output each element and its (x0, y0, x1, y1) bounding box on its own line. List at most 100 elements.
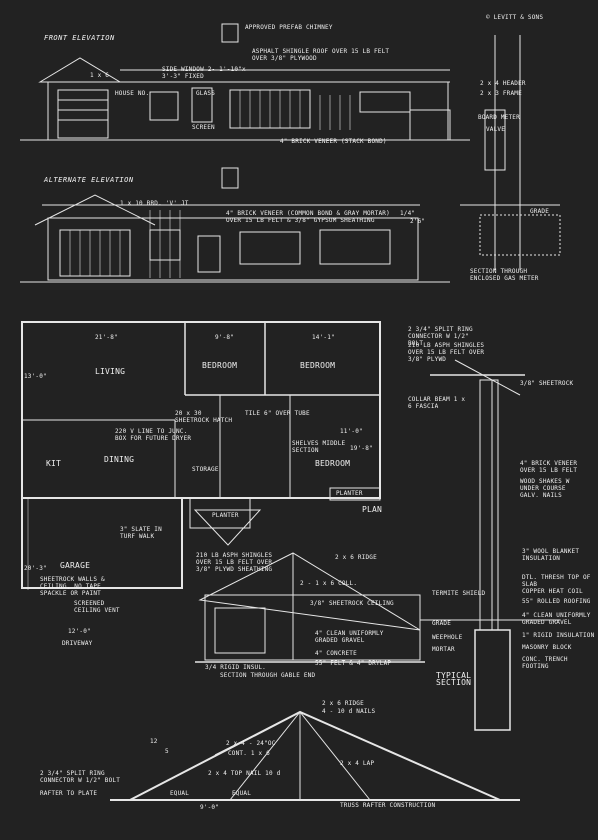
ts-sheetrock: 3/8" SHEETROCK (520, 380, 574, 387)
gable-insul-label: 3/4 RIGID INSUL. (205, 664, 266, 671)
fascia-label: 1 x 6 (90, 72, 110, 79)
alternate-elevation-drawing (20, 167, 450, 283)
dim-bed2-width: 14'-1" (312, 334, 335, 341)
room-living: LIVING (95, 367, 126, 376)
garage-wall-note: SHEETROCK WALLS & CEILING, NO TAPE SPACK… (40, 576, 105, 597)
gable-section-title: SECTION THROUGH GABLE END (220, 672, 316, 679)
dim-bed3-depth: 19'-8" (350, 445, 373, 452)
dim-garage-depth: 20'-3" (24, 565, 47, 572)
planter-front: PLANTER (212, 512, 239, 519)
ts-footing: CONC. TRENCH FOOTING (522, 656, 568, 670)
floor-plan-drawing (21, 321, 381, 590)
ts-connector: 2 3/4" SPLIT RING CONNECTOR W 1/2" BOLT (408, 326, 473, 347)
tile-note: TILE 6" OVER TUBE (245, 410, 310, 417)
board-meter-label: BOARD METER (478, 114, 520, 121)
dim-garage-width: 12'-0" (68, 628, 91, 635)
room-bedroom-3: BEDROOM (315, 459, 351, 468)
alternate-elevation-title: ALTERNATE ELEVATION (44, 176, 134, 184)
truss-rafter-plate: RAFTER TO PLATE (40, 790, 98, 797)
front-elevation-title: FRONT ELEVATION (44, 34, 115, 42)
ts-shakes: WOOD SHAKES W UNDER COURSE (520, 478, 570, 492)
truss-pitch-run: 12 (150, 738, 158, 745)
plan-title: PLAN (362, 505, 383, 514)
board-note: 1 x 10 BRD. 'V' JT (120, 200, 189, 207)
alt-dim-a: 1/4" (400, 210, 416, 217)
gas-header-label: 2 x 4 HEADER (480, 80, 526, 87)
gable-concrete-label: 4" CONCRETE (315, 650, 357, 657)
truss-nails: 4 - 10 d NAILS (322, 708, 376, 715)
ts-masonry: MASONRY BLOCK (522, 644, 572, 651)
copyright-label: © LEVITT & SONS (486, 14, 544, 21)
gable-shingles-note: 210 LB ASPH SHINGLES OVER 15 LB FELT OVE… (196, 552, 273, 573)
truss-spacing: 2 x 4 - 24"OC (226, 740, 276, 747)
front-elevation-drawing (20, 23, 470, 141)
truss-equal-a: EQUAL (170, 790, 190, 797)
room-kit: KIT (46, 459, 62, 468)
glass-label: GLASS (196, 90, 216, 97)
driveway-label: DRIVEWAY (62, 640, 93, 647)
truss-top-nail: 2 x 4 TOP NAIL 10 d (208, 770, 281, 777)
roof-note: ASPHALT SHINGLE ROOF OVER 15 LB FELT OVE… (252, 48, 390, 62)
typical-section-drawing (420, 359, 560, 731)
ts-grade: GRADE (432, 620, 452, 627)
ts-mortar: MORTAR (432, 646, 455, 653)
gas-meter-title: SECTION THROUGH ENCLOSED GAS METER (470, 268, 539, 282)
ts-weephole: WEEPHOLE (432, 634, 463, 641)
room-bedroom-2: BEDROOM (300, 361, 336, 370)
alt-brick-note: 4" BRICK VENEER (COMMON BOND & GRAY MORT… (226, 210, 390, 224)
side-window-note: SIDE WINDOW 2- 1'-10"x 3'-3" FIXED (162, 66, 246, 80)
room-bedroom-1: BEDROOM (202, 361, 238, 370)
slate-walk-note: 3" SLATE IN TURF WALK (120, 526, 162, 540)
room-dining: DINING (104, 455, 135, 464)
hatch-note: 20 x 30 SHEETROCK HATCH (175, 410, 233, 424)
gable-felt-label: 55" FELT & 4" DRYLAP (315, 660, 392, 667)
brick-veneer-note: 4" BRICK VENEER (STACK BOND) (280, 138, 387, 145)
ts-blanket: 3" WOOL BLANKET INSULATION (522, 548, 580, 562)
dim-living-width: 21'-8" (95, 334, 118, 341)
ceiling-vent-note: SCREENED CEILING VENT (74, 600, 120, 614)
ts-termite: TERMITE SHIELD (432, 590, 486, 597)
grade-label: GRADE (530, 208, 550, 215)
house-no-label: HOUSE NO. (115, 90, 150, 97)
ts-gravel: 4" CLEAN UNIFORMLY GRADED GRAVEL (522, 612, 591, 626)
ts-collar: COLLAR BEAM 1 x 6 FASCIA (408, 396, 466, 410)
ts-heat-coil: COPPER HEAT COIL (522, 588, 583, 595)
ts-rolled-roofing: 55" ROLLED ROOFING (522, 598, 591, 605)
gable-gravel-label: 4" CLEAN UNIFORMLY GRADED GRAVEL (315, 630, 384, 644)
dim-bed3-width: 11'-0" (340, 428, 363, 435)
room-storage: STORAGE (192, 466, 219, 473)
typical-section-title: TYPICAL SECTION (436, 671, 472, 687)
gable-ceiling-label: 3/8" SHEETROCK CEILING (310, 600, 394, 607)
truss-lap: 2 x 4 LAP (340, 760, 375, 767)
screen-label: SCREEN (192, 124, 215, 131)
gas-meter-section-drawing (460, 35, 561, 270)
dim-living-depth: 13'-0" (24, 373, 47, 380)
planter-right: PLANTER (336, 490, 363, 497)
gable-section-drawing (195, 552, 425, 663)
dim-bed1-width: 9'-8" (215, 334, 235, 341)
gable-ridge-label: 2 x 6 RIDGE (335, 554, 377, 561)
ts-rigid-insul: 1" RIGID INSULATION (522, 632, 595, 639)
truss-connector: 2 3/4" SPLIT RING CONNECTOR W 1/2" BOLT (40, 770, 121, 784)
valve-label: VALVE (486, 126, 506, 133)
alt-dim-b: 2'6" (410, 218, 426, 225)
truss-span: 9'-0" (200, 804, 220, 811)
truss-pitch-rise: 5 (165, 748, 169, 755)
ts-brick: 4" BRICK VENEER OVER 15 LB FELT (520, 460, 578, 474)
ts-nails: GALV. NAILS (520, 492, 562, 499)
ts-thresh: DTL. THRESH TOP OF SLAB (522, 574, 591, 588)
truss-title: TRUSS RAFTER CONSTRUCTION (340, 802, 436, 809)
room-garage: GARAGE (60, 561, 91, 570)
gas-frame-label: 2 x 3 FRAME (480, 90, 522, 97)
truss-cont: CONT. 1 x 6 (228, 750, 270, 757)
truss-drawing (110, 710, 520, 801)
ts-shingles: 210 LB ASPH SHINGLES OVER 15 LB FELT OVE… (408, 342, 485, 363)
chimney-note: APPROVED PREFAB CHIMNEY (245, 24, 333, 31)
truss-ridge: 2 x 6 RIDGE (322, 700, 364, 707)
truss-equal-b: EQUAL (232, 790, 252, 797)
gable-collar-label: 2 - 1 x 6 COLL. (300, 580, 358, 587)
dryer-line-note: 220 V LINE TO JUNC. BOX FOR FUTURE DRYER (115, 428, 192, 442)
shelves-note: SHELVES MIDDLE SECTION (292, 440, 346, 454)
